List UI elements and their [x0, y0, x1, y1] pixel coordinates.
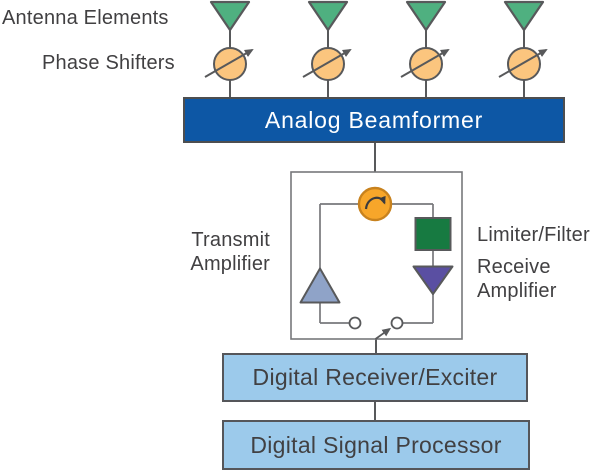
- receive-amplifier-label: Receive Amplifier: [477, 256, 557, 302]
- antenna-column: [498, 0, 548, 99]
- antenna-column: [204, 0, 254, 99]
- phase-shifters-label: Phase Shifters: [42, 52, 175, 74]
- phase-shifter-icon: [498, 47, 548, 81]
- limiter-filter-icon: [414, 217, 452, 251]
- analog-beamformer-block: Analog Beamformer: [183, 97, 565, 143]
- limiter-filter-label: Limiter/Filter: [477, 224, 590, 246]
- antenna-elements-label: Antenna Elements: [2, 7, 169, 29]
- antenna-column: [302, 0, 352, 99]
- antenna-icon: [405, 0, 447, 32]
- phase-shifter-icon: [204, 47, 254, 81]
- tr-module: [290, 171, 463, 340]
- antenna-column: [400, 0, 450, 99]
- digital-signal-processor-label: Digital Signal Processor: [250, 431, 502, 458]
- antenna-icon: [209, 0, 251, 32]
- tr-switch-icon: [348, 316, 404, 340]
- transmit-amplifier-icon: [299, 267, 341, 304]
- receive-amplifier-icon: [412, 265, 454, 295]
- antenna-icon: [503, 0, 545, 32]
- digital-receiver-exciter-label: Digital Receiver/Exciter: [252, 364, 498, 390]
- digital-receiver-exciter-block: Digital Receiver/Exciter: [222, 353, 528, 402]
- block-connectors: [374, 143, 377, 421]
- analog-beamformer-label: Analog Beamformer: [264, 106, 484, 133]
- antenna-icon: [307, 0, 349, 32]
- antenna-array: [204, 0, 548, 99]
- digital-signal-processor-block: Digital Signal Processor: [222, 420, 530, 470]
- transmit-amplifier-label: Transmit Amplifier: [190, 229, 270, 275]
- phase-shifter-icon: [400, 47, 450, 81]
- phase-shifter-icon: [302, 47, 352, 81]
- circulator-icon: [357, 186, 393, 222]
